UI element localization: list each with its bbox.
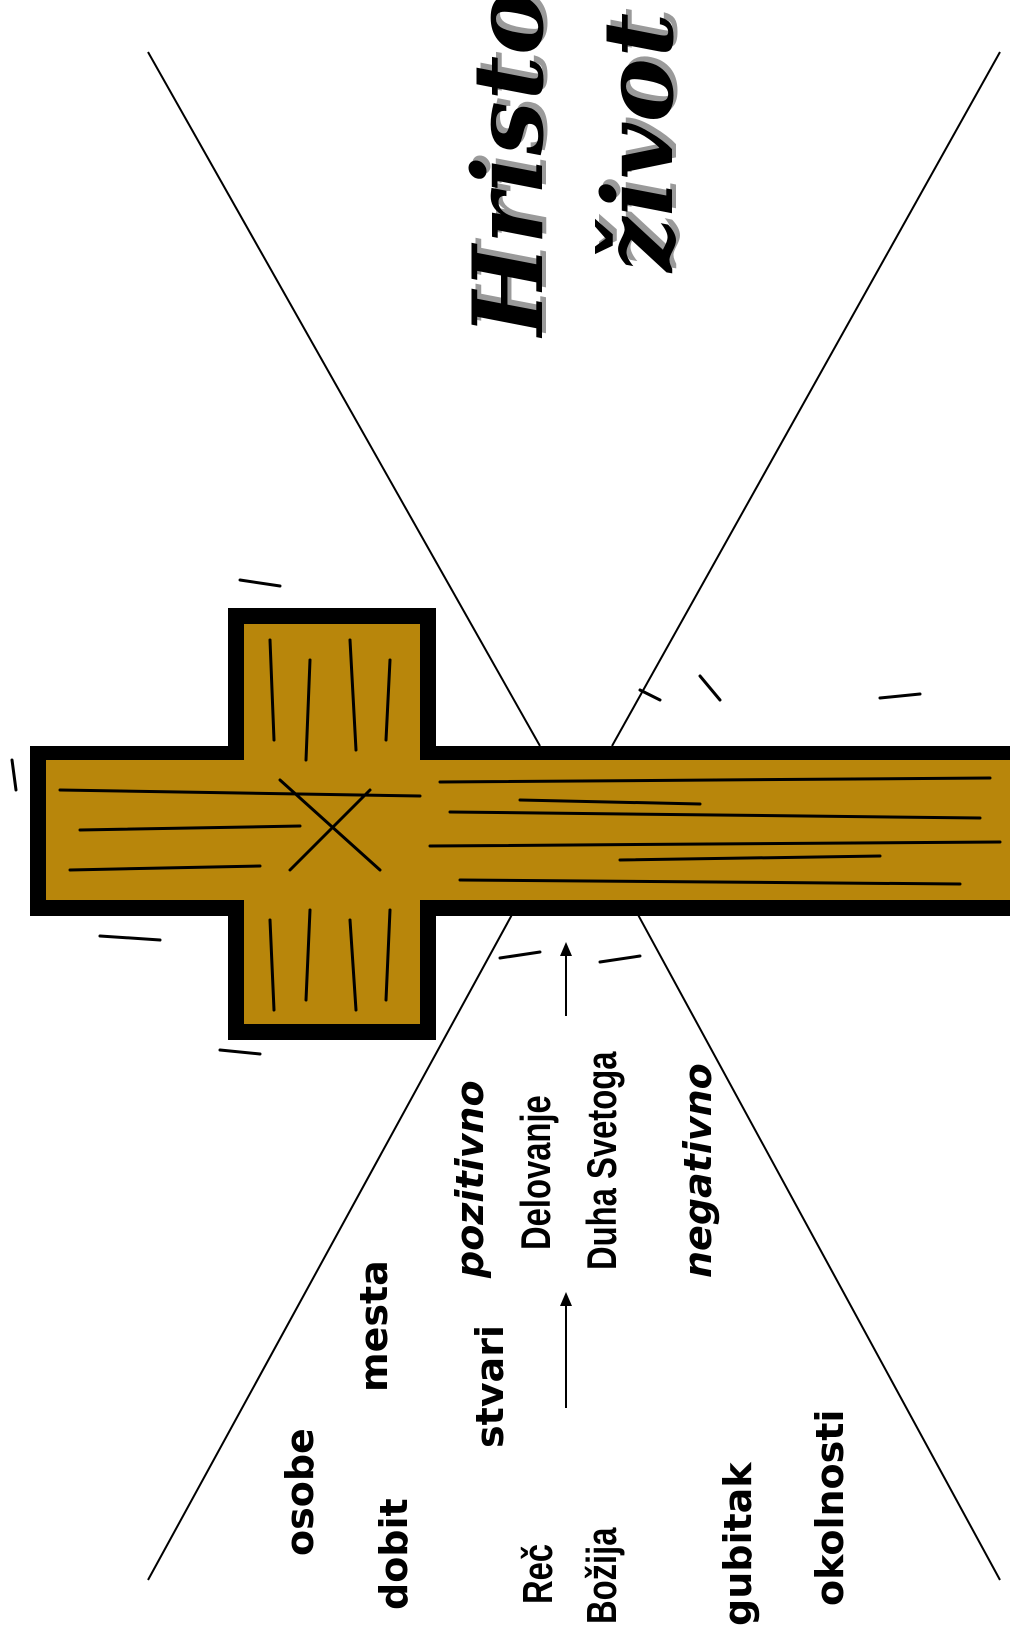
word-dobit: dobit — [372, 1498, 416, 1610]
word-bozija: Božija — [578, 1528, 626, 1624]
wooden-cross-icon — [12, 580, 1010, 1054]
word-osobe: osobe — [278, 1428, 322, 1556]
word-gubitak: gubitak — [716, 1462, 760, 1626]
word-okolnosti: okolnosti — [808, 1410, 852, 1606]
arrow-up-icon — [560, 942, 572, 1016]
word-rec: Reč — [514, 1544, 562, 1604]
word-duha-svetoga: Duha Svetoga — [578, 1052, 626, 1270]
arrow-up-icon — [560, 1292, 572, 1408]
title-line-2: život — [582, 12, 695, 272]
word-stvari: stvari — [468, 1325, 512, 1448]
word-negativno: negativno — [676, 1063, 720, 1278]
word-delovanje: Delovanje — [512, 1095, 560, 1250]
word-pozitivno: pozitivno — [448, 1080, 492, 1278]
title-line-1: Hristov — [452, 0, 565, 336]
word-mesta: mesta — [352, 1260, 396, 1392]
